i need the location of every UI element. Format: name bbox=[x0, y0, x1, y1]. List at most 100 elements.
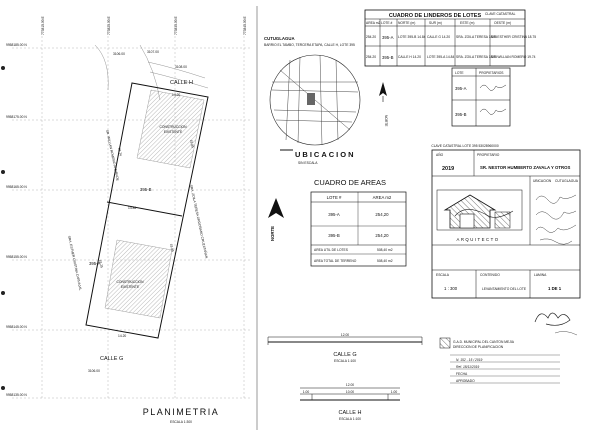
firm-value: CUTUGLAGUA bbox=[555, 179, 579, 183]
location-scale: SIN ESCALA bbox=[298, 161, 318, 165]
owners-header: PROPIETARIOS bbox=[479, 71, 504, 75]
lot-table-cell: SR. WILLIAN ROMERO 19.74 bbox=[491, 55, 536, 59]
coord-n4: 9958155.00 N bbox=[6, 255, 27, 259]
lot-a-label: 395-A bbox=[89, 261, 101, 266]
lot-table-cell: LOTE 395-A 14.84 bbox=[427, 55, 454, 59]
lot-b-label: 395-B bbox=[140, 187, 152, 192]
architect-label: ARQUITECTO bbox=[456, 237, 499, 242]
dimension: 14.20 bbox=[172, 93, 180, 97]
dimension: 18.75 bbox=[98, 259, 104, 268]
areas-cell: 254,20 bbox=[375, 212, 389, 217]
coord-n5: 9958145.00 N bbox=[6, 325, 27, 329]
location-city: CUTUGLAGUA bbox=[264, 36, 295, 41]
dimension: 19.74 bbox=[117, 147, 123, 156]
lot-table-header: SUR (m) bbox=[429, 21, 442, 25]
location-title: UBICACION bbox=[295, 150, 356, 159]
lot-table-cell: 254.20 bbox=[366, 35, 376, 39]
signatures bbox=[535, 194, 577, 245]
planimetria-scale: ESCALA 1:300 bbox=[170, 420, 192, 424]
lot-table-header: AREA m2 bbox=[366, 21, 380, 25]
lot-table-header: NORTE (m) bbox=[398, 21, 415, 25]
owners-lot: 395-A bbox=[455, 86, 467, 91]
north-label: NORTE bbox=[270, 226, 275, 241]
location-map bbox=[269, 54, 361, 146]
planimetria-title: PLANIMETRIA bbox=[143, 407, 220, 417]
elevation-label: 3106.00 bbox=[88, 369, 100, 373]
areas-col-header: AREA m2 bbox=[373, 195, 392, 200]
elevation-label: 3106.00 bbox=[113, 52, 125, 56]
building-a bbox=[136, 89, 205, 169]
section-width: 12.00 bbox=[346, 383, 354, 387]
lot-table-cell: SR. ESTHER CRISTINA 18.75 bbox=[491, 35, 536, 39]
stamp-office: G.A.D. MUNICIPAL DEL CANTON MEJIA bbox=[453, 340, 515, 344]
areas-total-value: 508,40 m2 bbox=[377, 248, 393, 252]
coord-e1: 773815.00 E bbox=[41, 15, 45, 35]
street-h-label: CALLE H bbox=[170, 80, 193, 86]
lot-boundary-table: CUADRO DE LINDEROS DE LOTES CLAVE CATAST… bbox=[364, 9, 536, 67]
owners-header: LOTE bbox=[455, 71, 464, 75]
dimension: 18.85 bbox=[189, 139, 195, 148]
areas-table: CUADRO DE AREAS LOTE # AREA m2 395-A 254… bbox=[268, 178, 407, 267]
architect-logo bbox=[436, 189, 523, 231]
owners-lot: 395-B bbox=[455, 112, 467, 117]
coord-n2: 9958175.00 N bbox=[6, 115, 27, 119]
coord-e4: 773845.00 E bbox=[243, 15, 247, 35]
north-arrow-icon bbox=[268, 198, 284, 218]
coord-n1: 9958185.00 N bbox=[6, 43, 27, 47]
lot-table-title: CUADRO DE LINDEROS DE LOTES bbox=[389, 13, 482, 19]
areas-cell: 395-B bbox=[328, 233, 340, 238]
scale-label: ESCALA bbox=[436, 273, 450, 277]
section-g-label: CALLE G bbox=[333, 352, 356, 358]
sheet-label: LAMINA bbox=[534, 273, 547, 277]
areas-cell: 254,20 bbox=[375, 233, 389, 238]
neighbour-label: SRA. ZOILA TERESA ORDOÑANO CRUZATAÑAN bbox=[189, 184, 210, 259]
areas-land-label: AREA TOTAL DE TERRENO bbox=[314, 259, 357, 263]
lot-table-cell: CALLE H 14.20 bbox=[398, 55, 421, 59]
areas-cell: 395-A bbox=[328, 212, 340, 217]
section-calle-h: 1.00 10.00 1.00 12.00 CALLE H ESCALA 1:1… bbox=[300, 383, 400, 421]
lot-table-header: LOTE # bbox=[381, 21, 393, 25]
stamp-line: APROBADO bbox=[456, 379, 475, 383]
lot-table-cell: SRA. ZOILA TERESA 18.85 bbox=[456, 35, 497, 39]
elevation-label: 3107.00 bbox=[147, 50, 159, 54]
section-side: 1.00 bbox=[303, 390, 310, 394]
street-g-label: CALLE G bbox=[100, 356, 123, 362]
stamp-handwritten: N. 152 - 15 / 2019 bbox=[456, 358, 483, 362]
lot-table-cell: 395-B bbox=[382, 55, 394, 60]
owner-label: PROPIETARIO bbox=[477, 153, 500, 157]
firm-label: UBICACION bbox=[533, 179, 552, 183]
scale-value: 1 : 300 bbox=[444, 286, 458, 291]
dimension: 14.84 bbox=[128, 206, 136, 210]
location-address: BARRIO EL TAMBO, TERCERA ETAPA, CALLE H,… bbox=[264, 43, 355, 47]
areas-col-header: LOTE # bbox=[327, 195, 342, 200]
stamp-line: FECHA bbox=[456, 372, 468, 376]
content-value: LEVANTAMIENTO DEL LOTE bbox=[482, 287, 527, 291]
signature-icon bbox=[534, 312, 571, 326]
content-label: CONTENIDO bbox=[480, 273, 500, 277]
north-arrow-icon bbox=[379, 82, 387, 102]
planimetria-panel: 773815.00 E 773825.00 E 773835.00 E 7738… bbox=[6, 15, 252, 424]
lot-table-header: OESTE (m) bbox=[494, 21, 511, 25]
section-h-label: CALLE H bbox=[339, 410, 362, 416]
lot-table-cell: LOTE 395-B 14.84 bbox=[398, 35, 426, 39]
approval-stamp: G.A.D. MUNICIPAL DEL CANTON MEJIA DIRECC… bbox=[439, 312, 578, 384]
coord-n3: 9958165.00 N bbox=[6, 185, 27, 189]
lot-table-cell: 395-A bbox=[382, 35, 394, 40]
coord-n6: 9958135.00 N bbox=[6, 393, 27, 397]
section-width: 12.00 bbox=[341, 333, 349, 337]
stamp-dept: DIRECCION DE PLANIFICACION bbox=[453, 345, 504, 349]
north-label: NORTE bbox=[384, 115, 388, 127]
binder-holes bbox=[1, 66, 5, 390]
section-lane: 10.00 bbox=[346, 390, 354, 394]
signature-icon bbox=[479, 108, 507, 115]
building-b bbox=[104, 239, 173, 319]
neighbour-label: SRA. ESTHER CRISTINA CARVAJAL bbox=[67, 235, 83, 291]
lot-table-cell: 254.20 bbox=[366, 55, 376, 59]
year-value: 2019 bbox=[442, 166, 454, 172]
areas-total-label: AREA UTIL DE LOTES bbox=[314, 248, 349, 252]
lot-polygon bbox=[85, 82, 209, 339]
dimension: 18.85 bbox=[169, 243, 175, 252]
section-g-scale: ESCALA 1:100 bbox=[334, 359, 356, 363]
